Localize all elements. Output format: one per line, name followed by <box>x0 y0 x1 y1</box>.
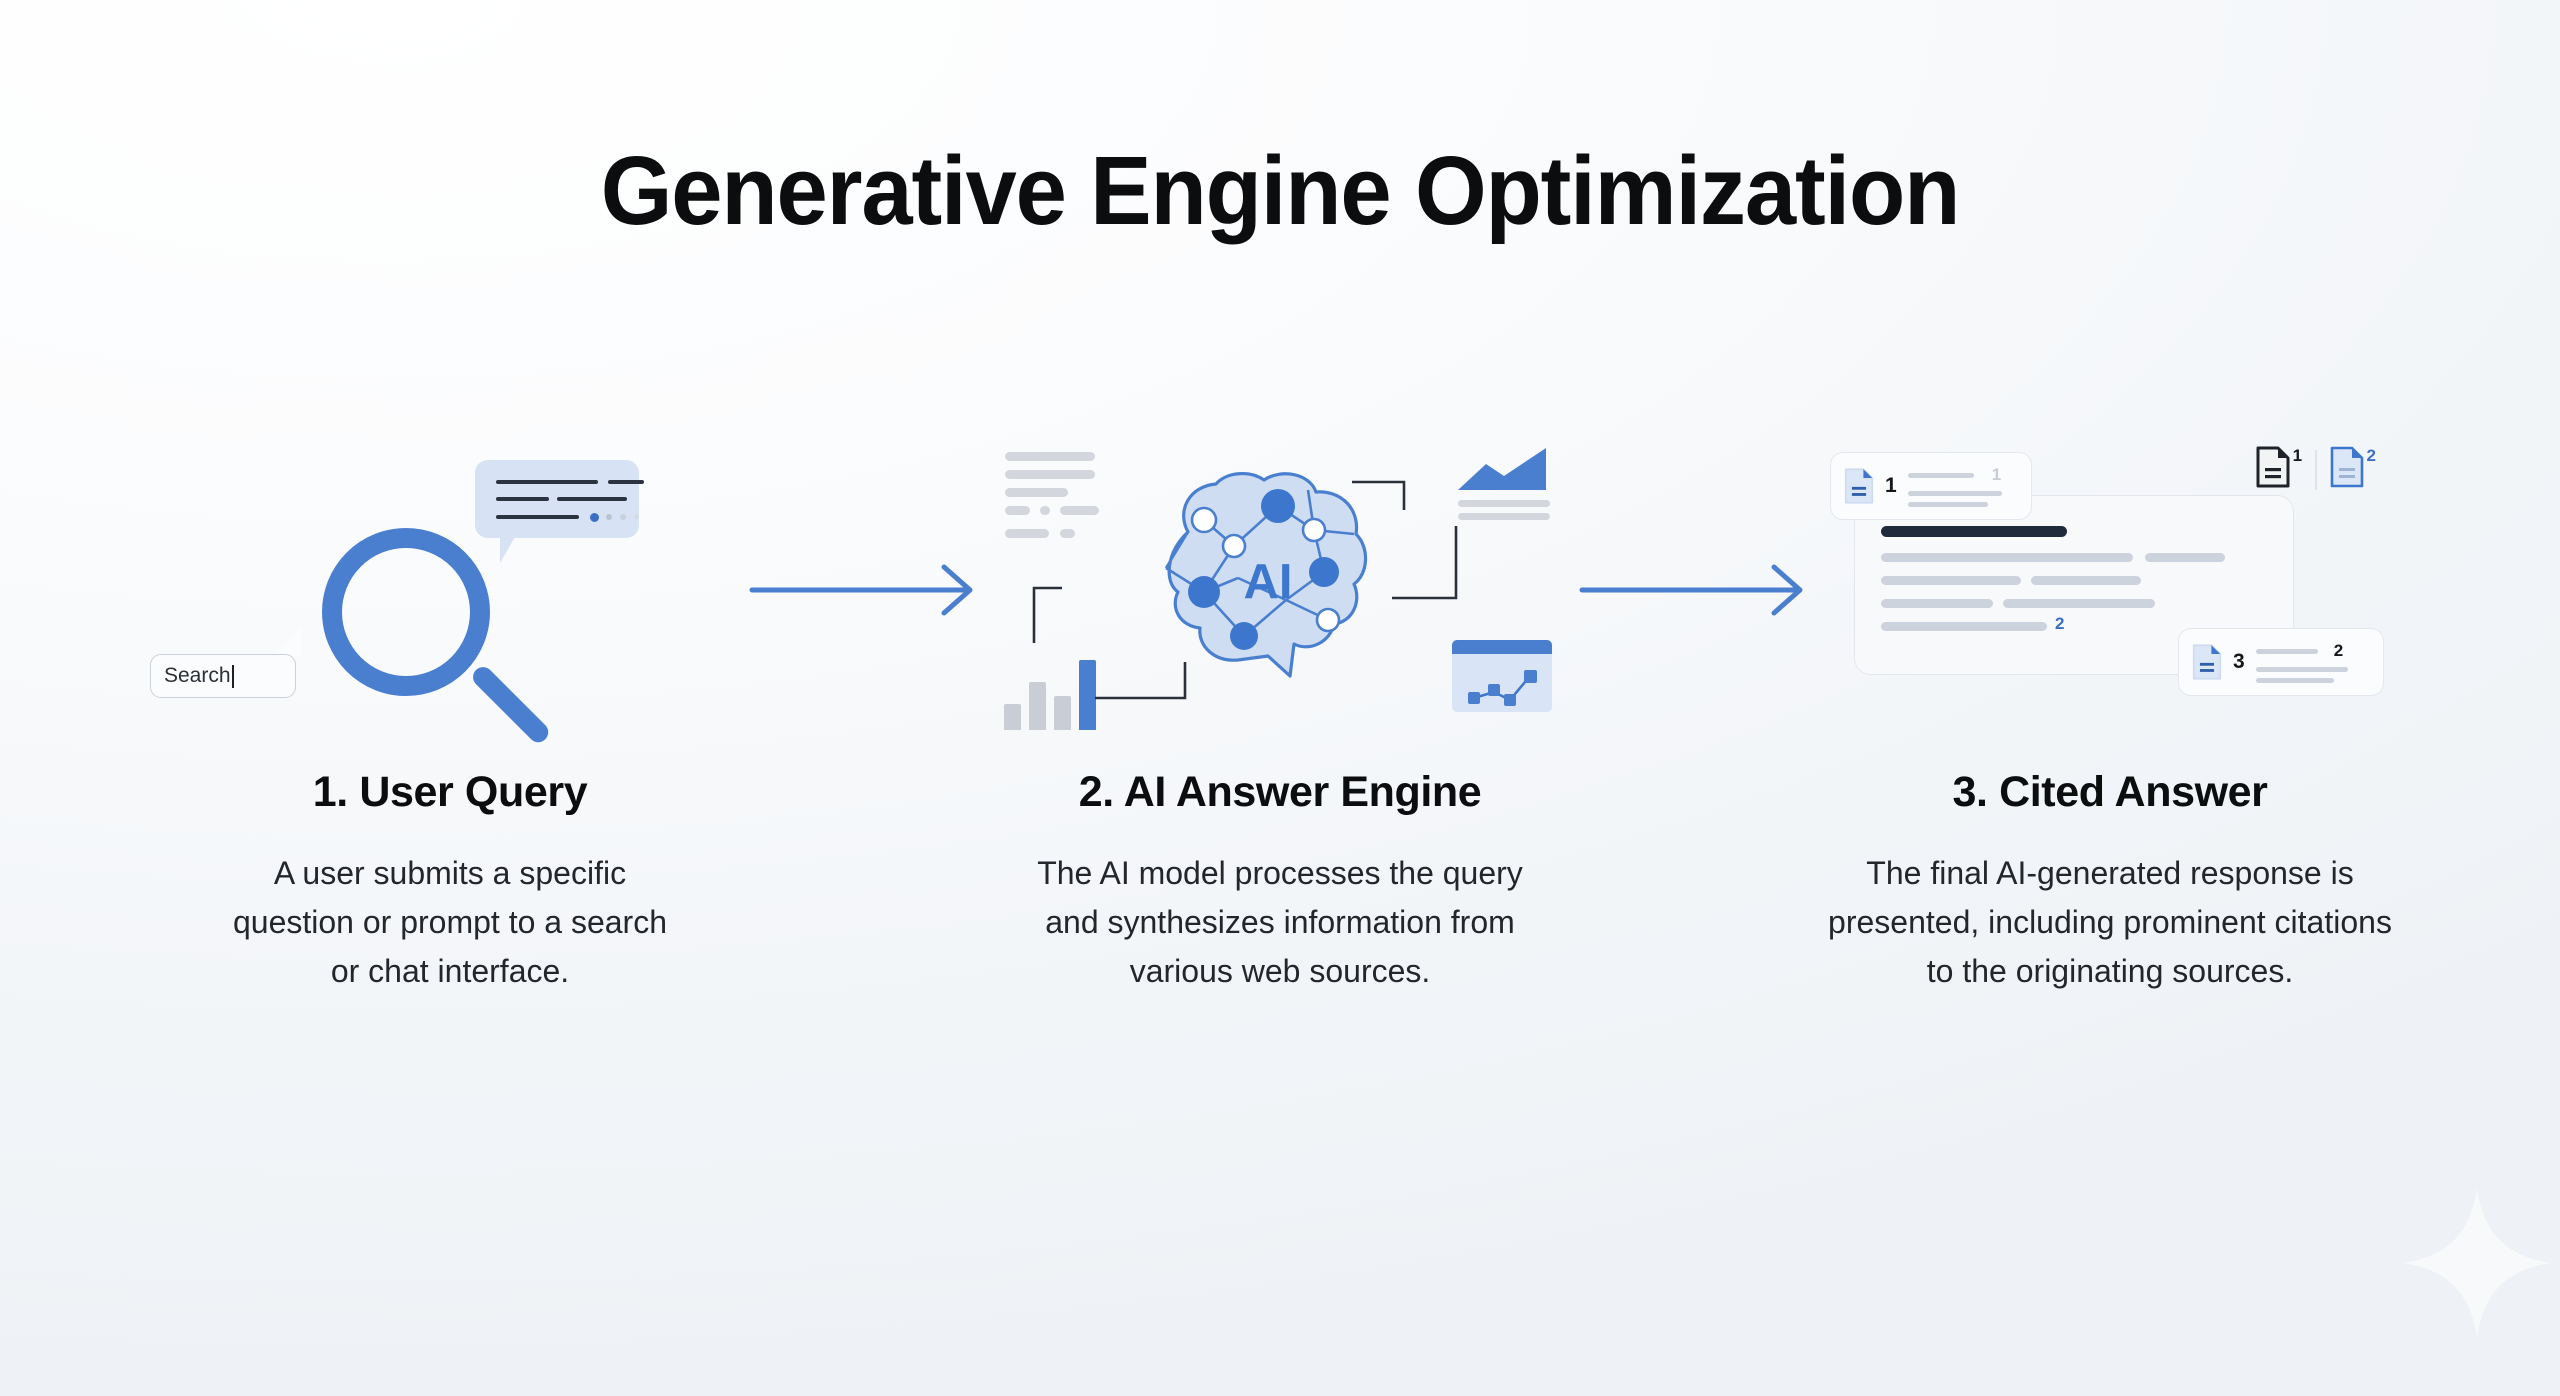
text-cursor <box>231 664 234 688</box>
citation-text-lines: 1 <box>1907 465 2002 507</box>
step-title-2: 2. AI Answer Engine <box>1078 768 1482 816</box>
source-document-2[interactable]: 2 <box>2330 446 2376 488</box>
scatter-chart-window-icon <box>1452 640 1552 712</box>
source-documents: 1 2 <box>2256 446 2376 490</box>
brain-label: AI <box>1244 555 1293 609</box>
citation-card-2[interactable]: 3 2 <box>2178 628 2384 696</box>
text-lines-block-icon <box>1005 452 1101 552</box>
inline-citation[interactable]: 2 <box>2055 614 2065 633</box>
search-input-value: Search <box>164 664 231 687</box>
source-document-label: 1 <box>2292 446 2303 465</box>
step-description-3: The final AI-generated response is prese… <box>1828 855 2392 989</box>
step-card-user-query: Search 1. User Query A user submits a sp… <box>150 440 730 996</box>
chat-bubble-tail <box>500 537 515 563</box>
arrow-icon <box>749 564 973 616</box>
citation-superscript: 1 <box>1991 465 2002 484</box>
step-description-2: The AI model processes the query and syn… <box>1037 855 1523 989</box>
brain-icon: AI <box>1164 472 1368 678</box>
source-document-1[interactable]: 1 <box>2256 446 2302 488</box>
citation-number: 1 <box>1885 474 1897 497</box>
step-title-1: 1. User Query <box>312 768 588 816</box>
arrow-icon <box>1579 564 1803 616</box>
answer-heading-bar <box>1881 526 2067 537</box>
document-icon <box>2330 446 2363 488</box>
document-icon <box>2192 644 2222 680</box>
connector-lines <box>1032 480 1458 700</box>
source-document-label: 2 <box>2366 446 2376 465</box>
cited-answer-illustration: 1 2 <box>1830 440 2390 740</box>
search-icon-handle <box>468 662 553 747</box>
ai-answer-engine-illustration: AI <box>1000 440 1560 740</box>
citation-number: 3 <box>2233 650 2245 673</box>
citation-card-1[interactable]: 1 1 <box>1830 452 2032 520</box>
bar-chart-icon <box>1004 645 1096 730</box>
step-card-ai-answer-engine: AI 2. AI A <box>1000 440 1560 996</box>
step-card-cited-answer: 1 2 <box>1828 440 2392 996</box>
search-icon <box>322 528 490 696</box>
source-divider <box>2315 450 2317 490</box>
user-query-illustration: Search <box>150 440 730 747</box>
document-icon <box>1844 468 1874 504</box>
search-input-pointer <box>273 626 303 656</box>
arrow-step2-to-step3 <box>1560 440 1830 740</box>
chat-bubble-icon <box>475 460 644 538</box>
page-title: Generative Engine Optimization <box>600 136 1961 245</box>
citation-superscript: 2 <box>2333 641 2344 660</box>
area-chart-icon <box>1458 448 1550 520</box>
document-icon <box>2256 446 2290 488</box>
search-input[interactable]: Search <box>150 654 296 698</box>
arrow-step1-to-step2 <box>730 440 1000 740</box>
sparkle-watermark-icon <box>2402 1188 2552 1338</box>
step-title-3: 3. Cited Answer <box>1952 768 2268 816</box>
step-description-1: A user submits a specific question or pr… <box>232 855 667 989</box>
steps-row: Search 1. User Query A user submits a sp… <box>0 440 2560 996</box>
citation-text-lines: 2 <box>2255 641 2348 683</box>
